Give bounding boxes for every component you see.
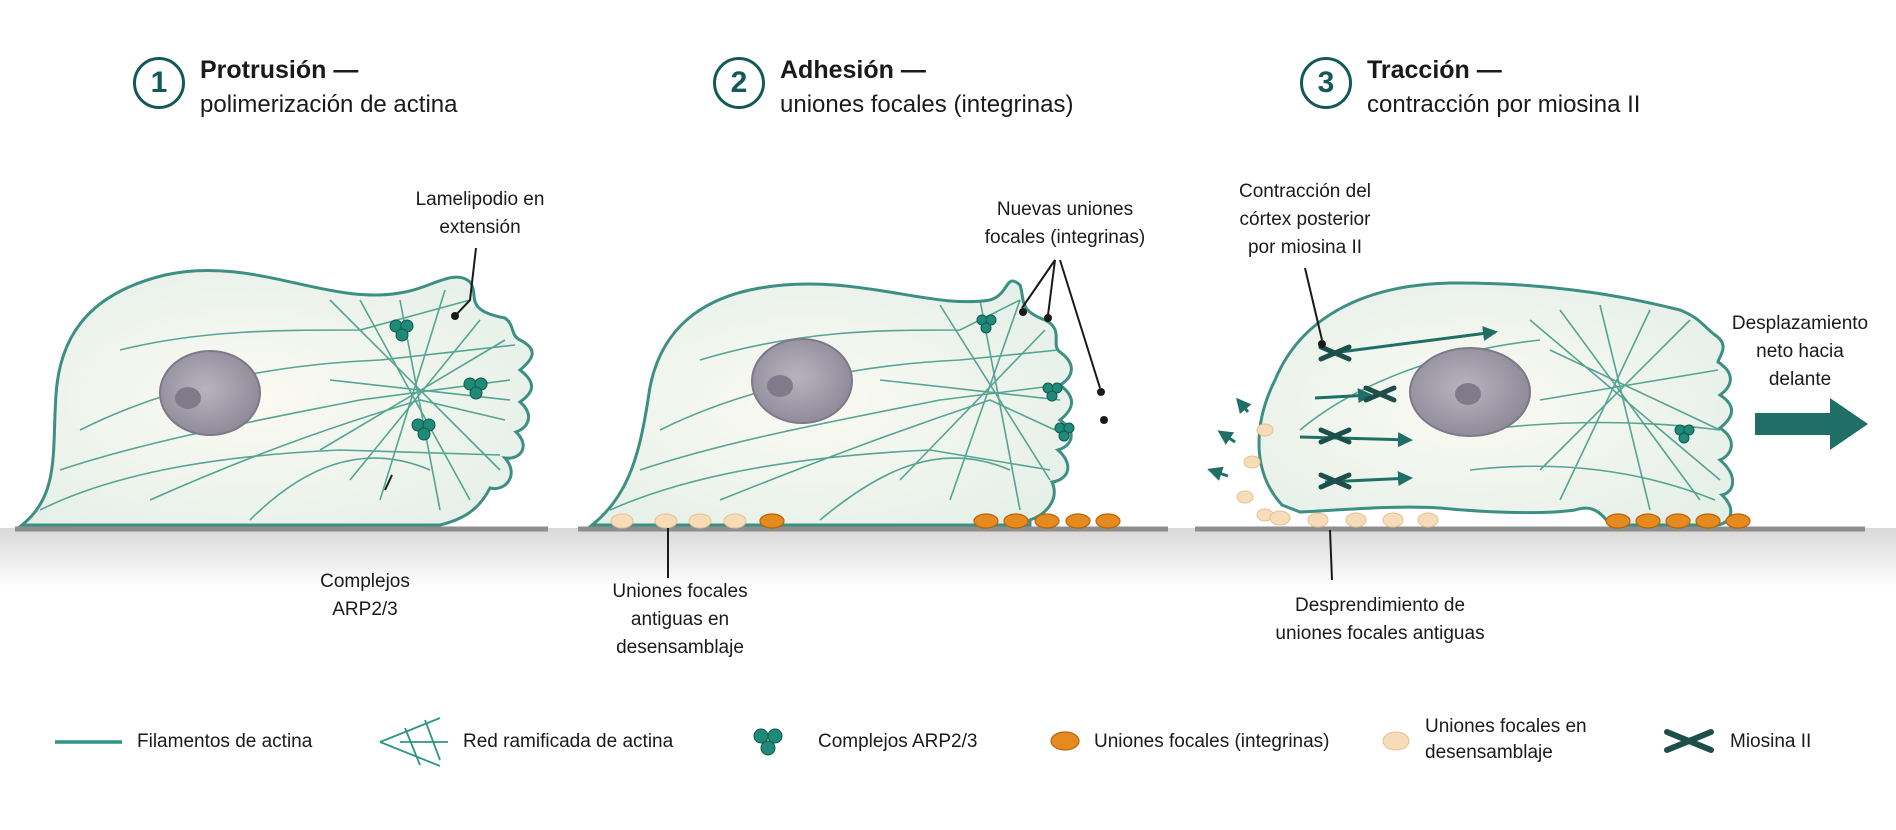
- legend-focal-adhesions: Uniones focales (integrinas): [1094, 731, 1330, 752]
- cell-3-actin-network: [1299, 304, 1721, 511]
- myosin-icon: [1664, 729, 1714, 753]
- cell-3-myosin-molecules: [1318, 344, 1397, 490]
- arp-complexes-callout: Complejos ARP2/3: [320, 571, 410, 620]
- lamellipodium-dot: [451, 312, 459, 320]
- arp23-complex-icon: [753, 728, 783, 756]
- net-movement-callout: Desplazamiento neto hacia delante: [1731, 313, 1869, 390]
- cell-3-detach-arrows: [1207, 397, 1252, 481]
- legend-actin-filaments: Filamentos de actina: [137, 731, 313, 752]
- cell-2-focal-adhesions: [759, 513, 1121, 529]
- cell-3-cortex-dot: [1318, 340, 1326, 348]
- rear-contraction-callout: Contracción del córtex posterior por mio…: [1238, 181, 1372, 258]
- legend-myosin: Miosina II: [1730, 731, 1812, 752]
- cell-2-nucleus: [751, 338, 853, 424]
- cell-3-arp-complexes: [1674, 424, 1695, 444]
- cell-2-old-adhesions: [610, 513, 747, 529]
- cell-3-focal-adhesions: [1605, 513, 1751, 529]
- new-adhesions-callout: Nuevas uniones focales (integrinas): [984, 199, 1146, 248]
- cell-2-nucleolus: [767, 375, 793, 397]
- step-1-subtitle: polimerización de actina: [200, 91, 458, 118]
- legend-branched-actin: Red ramificada de actina: [463, 731, 674, 752]
- step-3-number: 3: [1300, 57, 1352, 109]
- cell-2-actin-network: [609, 299, 1061, 521]
- disassembling-adhesion-icon: [1382, 731, 1410, 751]
- branched-actin-icon: [379, 717, 448, 767]
- cell-traction: [1207, 281, 1751, 529]
- cell-3-detaching-adhesions: [1236, 423, 1439, 528]
- cell-2-arp-complexes: [976, 314, 1075, 442]
- cell-1-nucleolus: [175, 387, 201, 409]
- cell-protrusion: [17, 268, 534, 527]
- step-2-number: 2: [713, 57, 765, 109]
- step-1-number: 1: [133, 57, 185, 109]
- focal-adhesion-icon: [1050, 731, 1080, 751]
- legend-arp23: Complejos ARP2/3: [818, 731, 978, 752]
- step-3-subtitle: contracción por miosina II: [1367, 91, 1641, 118]
- net-movement-arrow-icon: [1755, 398, 1868, 450]
- detachment-callout: Desprendimiento de uniones focales antig…: [1275, 595, 1485, 644]
- substrate-shadow: [0, 528, 1896, 588]
- old-adhesions-callout: Uniones focales antiguas en desensamblaj…: [612, 581, 748, 658]
- lamellipodium-callout: Lamelipodio en extensión: [415, 189, 545, 238]
- cell-1-nucleus: [159, 350, 261, 436]
- cell-2-new-adhesion-dots: [1019, 308, 1108, 424]
- step-2-title: Adhesión —: [780, 56, 926, 84]
- cell-3-nucleolus: [1455, 383, 1481, 405]
- step-3-title: Tracción —: [1367, 56, 1502, 84]
- step-2-subtitle: uniones focales (integrinas): [780, 91, 1074, 118]
- cell-adhesion: [587, 279, 1121, 529]
- legend-disassembling-adhesions: Uniones focales en desensamblaje: [1425, 716, 1587, 763]
- leader-lines: [384, 247, 1333, 581]
- cell-1-arp-complexes: [389, 319, 488, 441]
- step-1-title: Protrusión —: [200, 56, 359, 84]
